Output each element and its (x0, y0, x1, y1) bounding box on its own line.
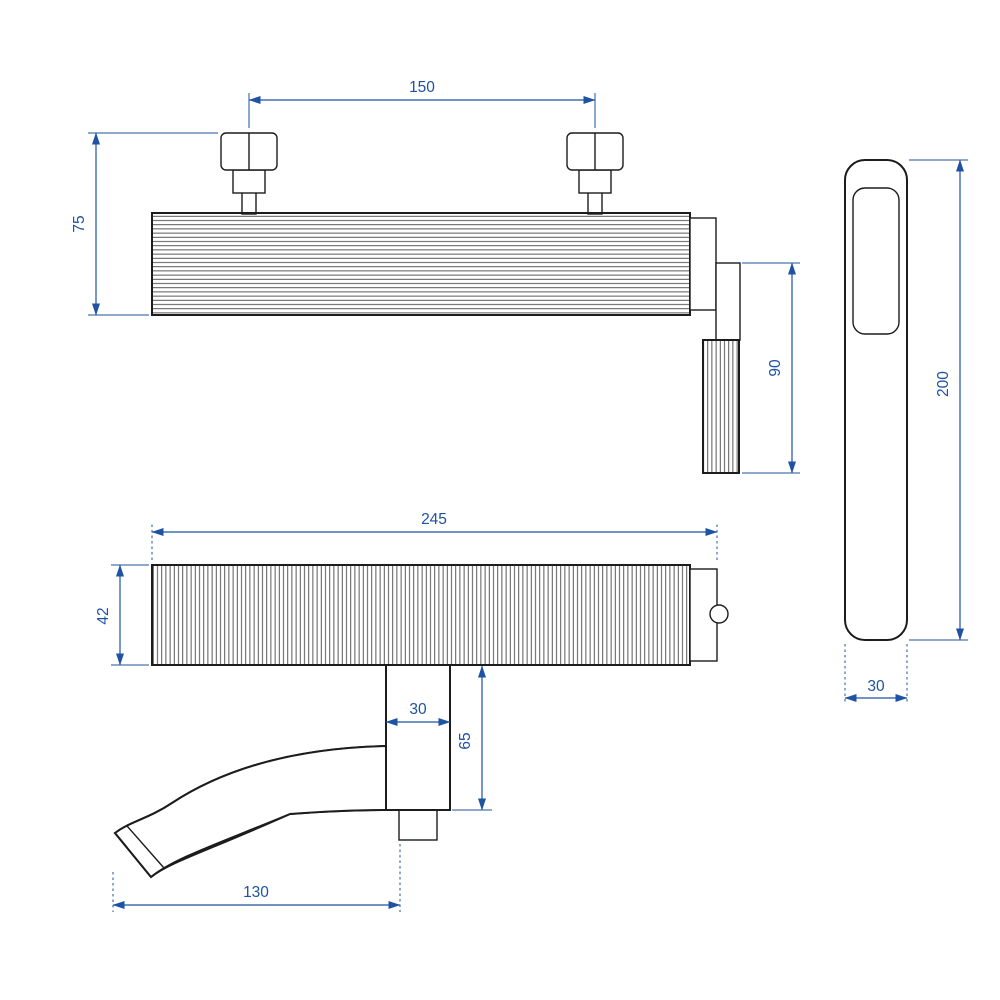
dimension-depth: 75 (71, 132, 218, 316)
hand-shower-view: 200 30 (844, 159, 968, 704)
dimension-nut-spacing: 150 (248, 79, 596, 128)
dim-label-75: 75 (71, 215, 88, 232)
mixer-body-top (151, 212, 717, 316)
dim-label-150: 150 (409, 79, 435, 96)
mixer-top-view: 150 75 90 (71, 79, 800, 474)
hex-nut-left (220, 132, 278, 215)
dim-label-245: 245 (421, 511, 447, 528)
dim-label-42: 42 (95, 607, 112, 624)
dim-label-200: 200 (935, 371, 952, 397)
diverter-knob (709, 604, 729, 624)
hex-nut-right (566, 132, 624, 215)
dimension-spout-drop: 65 (452, 665, 492, 811)
spout-outline (113, 744, 387, 879)
dimension-shower-width: 30 (844, 644, 908, 704)
handle-grip (702, 339, 740, 474)
dim-label-130: 130 (243, 884, 269, 901)
dimension-spout-neck-width: 30 (385, 701, 451, 726)
dimension-body-width: 245 (151, 511, 718, 560)
dim-label-90: 90 (767, 359, 784, 377)
dimension-body-height: 42 (95, 564, 149, 666)
mixer-body-front (151, 564, 691, 666)
handle-connector (715, 262, 741, 341)
spray-face (852, 187, 900, 335)
mixer-handle (702, 262, 741, 474)
body-end-cap-top (689, 217, 717, 311)
spout-aerator-rim (126, 825, 165, 869)
threaded-outlet (398, 809, 438, 841)
dimension-spout-reach: 130 (112, 844, 401, 912)
dim-label-shower-30: 30 (867, 678, 885, 695)
mixer-front-view: 245 42 30 65 130 (95, 511, 729, 912)
spout-neck (385, 664, 451, 811)
dimension-handle-drop: 90 (742, 262, 800, 474)
dim-label-spout-30: 30 (409, 701, 427, 718)
dim-label-65: 65 (457, 732, 474, 749)
dimension-shower-length: 200 (909, 159, 968, 641)
hand-shower-outline (844, 159, 908, 641)
